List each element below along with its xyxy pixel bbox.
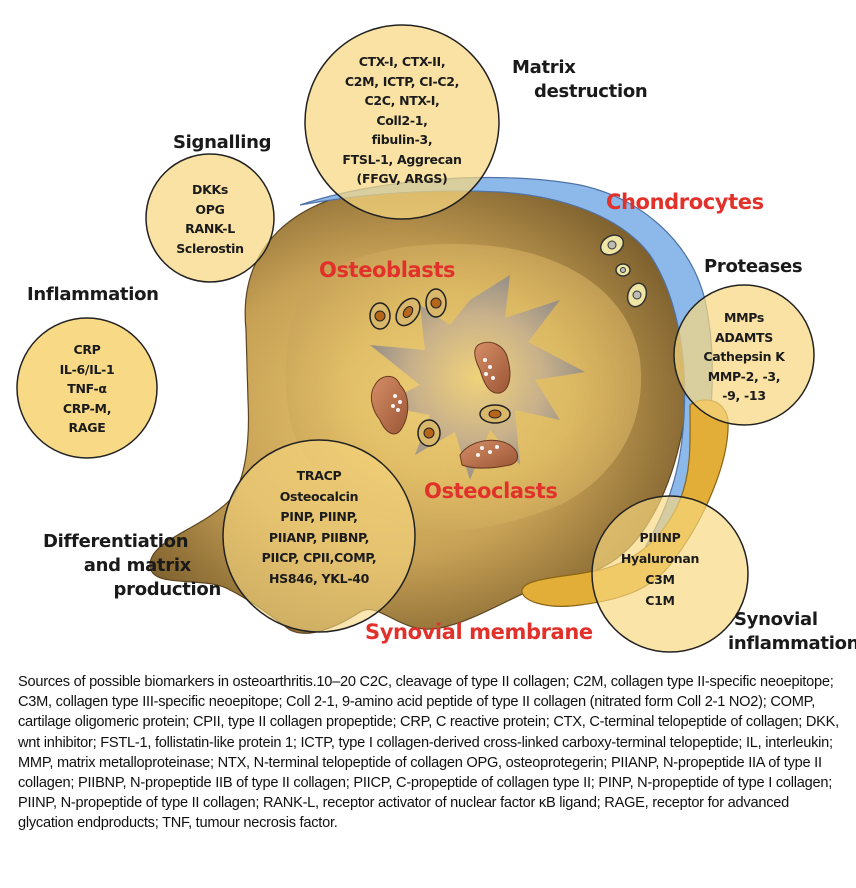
category-label-line: production: [113, 579, 222, 600]
bubble-inflammation: [16, 317, 158, 459]
biomarker-item: C1M: [645, 593, 675, 608]
bubble-signalling: [145, 153, 275, 283]
biomarker-item: IL-6/IL-1: [59, 361, 115, 377]
bubble-proteases: [673, 284, 815, 426]
biomarker-list-inflammation: CRP IL-6/IL-1 TNF-α CRP-M, RAGE: [37, 340, 137, 438]
cell-label-osteoclasts: Osteoclasts: [424, 479, 558, 503]
cell-label-synovial-membrane: Synovial membrane: [365, 620, 593, 644]
biomarker-list-synovial-inflammation: PIIINP Hyaluronan C3M C1M: [610, 527, 710, 611]
biomarker-diagram: Matrix destruction Signalling Inflammati…: [16, 24, 856, 656]
bubble-differentiation: [222, 439, 416, 633]
category-label-line: inflammation: [728, 633, 856, 654]
biomarker-item: PIIINP: [639, 530, 681, 545]
biomarker-item: Osteocalcin: [279, 488, 359, 504]
biomarker-bubbles: [16, 24, 815, 653]
category-label-proteases: Proteases: [704, 256, 803, 277]
biomarker-item: OPG: [195, 201, 225, 217]
biomarker-item: MMP-2, -3,: [707, 368, 781, 384]
cell-label-osteoblasts: Osteoblasts: [319, 258, 456, 282]
biomarker-item: C3M: [645, 572, 675, 587]
biomarker-item: CRP: [73, 342, 101, 357]
biomarker-item: RAGE: [68, 420, 106, 435]
category-label-matrix-destruction: Matrix destruction: [512, 56, 648, 104]
biomarker-list-differentiation: TRACP Osteocalcin PINP, PIINP, PIIANP, P…: [234, 466, 404, 589]
biomarker-item: Coll2-1,: [376, 112, 428, 128]
biomarker-item: HS846, YKL-40: [268, 570, 370, 586]
biomarker-item: CRP-M,: [62, 400, 112, 416]
biomarker-item: FTSL-1, Aggrecan: [342, 151, 462, 167]
category-label-differentiation: Differentiation and matrix production: [43, 530, 221, 602]
joint-illustration: [16, 24, 815, 653]
biomarker-item: PIIANP, PIIBNP,: [268, 529, 370, 545]
osteoclast-cells: [370, 341, 518, 469]
category-label-synovial-inflammation: Synovial inflammation: [728, 608, 856, 656]
biomarker-item: CTX-I, CTX-II,: [358, 54, 446, 69]
category-label-line: and matrix: [83, 555, 192, 576]
biomarker-list-signalling: DKKs OPG RANK-L Sclerostin: [160, 180, 260, 258]
biomarker-item: Hyaluronan: [620, 551, 700, 566]
biomarker-item: Cathepsin K: [703, 349, 785, 364]
category-label-line: Differentiation: [43, 531, 189, 552]
category-label-signalling: Signalling: [173, 132, 272, 153]
biomarker-list-proteases: MMPs ADAMTS Cathepsin K MMP-2, -3, -9, -…: [689, 308, 799, 406]
biomarker-item: PIICP, CPII,COMP,: [261, 550, 377, 565]
category-label-line: destruction: [534, 81, 648, 102]
biomarker-item: MMPs: [723, 310, 765, 325]
osteoblast-cells: [369, 288, 511, 447]
biomarker-item: (FFGV, ARGS): [356, 171, 448, 186]
biomarker-item: C2C, NTX-I,: [364, 93, 440, 108]
figure-caption: Sources of possible biomarkers in osteoa…: [18, 674, 839, 832]
biomarker-list-matrix-destruction: CTX-I, CTX-II, C2M, ICTP, CI-C2, C2C, NT…: [312, 52, 492, 189]
category-label-inflammation: Inflammation: [27, 284, 159, 305]
biomarker-item: TRACP: [296, 468, 342, 483]
category-label-line: Matrix: [512, 57, 576, 78]
biomarker-item: fibulin-3,: [371, 132, 433, 147]
category-label-line: Synovial: [734, 609, 818, 630]
biomarker-item: DKKs: [192, 182, 228, 197]
bubble-synovial-inflammation: [591, 495, 749, 653]
biomarker-item: Sclerostin: [176, 240, 244, 256]
biomarker-item: ADAMTS: [715, 329, 773, 345]
cell-label-chondrocytes: Chondrocytes: [606, 190, 764, 214]
chondrocyte-cells: [599, 234, 648, 308]
biomarker-item: RANK-L: [185, 221, 235, 236]
bubble-matrix-destruction: [304, 24, 500, 220]
biomarker-item: PINP, PIINP,: [280, 509, 358, 524]
biomarker-item: C2M, ICTP, CI-C2,: [344, 73, 460, 89]
biomarker-item: TNF-α: [67, 381, 107, 396]
resorption-cavity: [370, 275, 585, 480]
biomarker-item: -9, -13: [722, 388, 766, 403]
